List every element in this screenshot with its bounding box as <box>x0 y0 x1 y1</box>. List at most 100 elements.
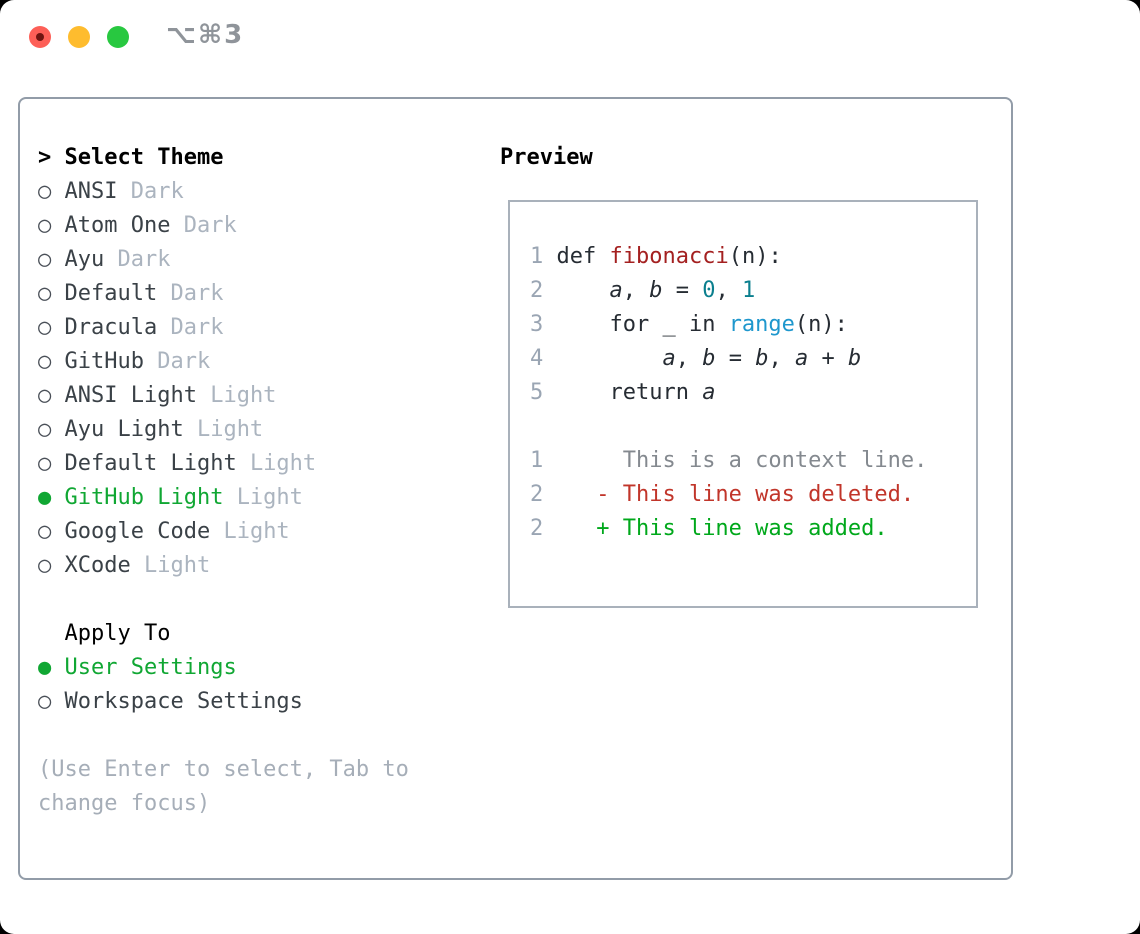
radio-icon: ○ <box>38 417 65 442</box>
theme-option-ayu[interactable]: ○ Ayu Dark <box>38 243 409 277</box>
theme-option-ansi-light[interactable]: ○ ANSI Light Light <box>38 379 409 413</box>
code-token-code: , <box>622 278 650 303</box>
indent <box>38 621 65 646</box>
code-token-code: , <box>675 346 703 371</box>
theme-option-github-light[interactable]: ● GitHub Light Light <box>38 481 409 515</box>
window-shortcut-label: ⌥⌘3 <box>166 20 245 50</box>
code-token-code <box>557 346 663 371</box>
code-token-code: , <box>715 278 742 303</box>
code-token-var: b <box>755 346 769 371</box>
close-button[interactable] <box>29 26 51 48</box>
theme-option-ayu-light[interactable]: ○ Ayu Light Light <box>38 413 409 447</box>
theme-option-default-light[interactable]: ○ Default Light Light <box>38 447 409 481</box>
theme-list: > Select Theme○ ANSI Dark○ Atom One Dark… <box>38 141 409 821</box>
blank <box>38 587 51 612</box>
spacer-row <box>38 583 409 617</box>
preview-line: 3 for _ in range(n): <box>530 308 976 342</box>
preview-line <box>530 410 976 444</box>
radio-icon: ○ <box>38 553 65 578</box>
hint-text: change focus) <box>38 791 211 816</box>
code-token-code <box>557 278 610 303</box>
code-token-fn: fibonacci <box>609 244 729 269</box>
theme-variant-tag: Dark <box>117 247 171 272</box>
radio-icon: ○ <box>38 247 65 272</box>
code-token-add: + This line was added. <box>543 516 888 541</box>
theme-variant-tag: Dark <box>170 315 224 340</box>
theme-label: Default <box>64 281 171 306</box>
code-token-call: range <box>728 312 795 337</box>
theme-label: Ayu Light <box>64 417 197 442</box>
preview-line: 2 - This line was deleted. <box>530 478 976 512</box>
code-token-ctx: This is a context line. <box>543 448 928 473</box>
theme-label: GitHub <box>64 349 158 374</box>
theme-option-dracula[interactable]: ○ Dracula Dark <box>38 311 409 345</box>
blank <box>38 723 51 748</box>
radio-selected-icon: ● <box>38 655 65 680</box>
code-token-code: + <box>808 346 848 371</box>
theme-variant-tag: Dark <box>157 349 211 374</box>
apply-option-label: Workspace Settings <box>64 689 303 714</box>
code-token-del: - This line was deleted. <box>543 482 915 507</box>
line-number: 2 <box>530 482 544 507</box>
theme-label: ANSI <box>64 179 131 204</box>
code-token-lit: 1 <box>741 278 756 303</box>
theme-option-github[interactable]: ○ GitHub Dark <box>38 345 409 379</box>
theme-option-ansi[interactable]: ○ ANSI Dark <box>38 175 409 209</box>
line-number: 3 <box>530 312 557 337</box>
hint-line-1: (Use Enter to select, Tab to <box>38 753 409 787</box>
apply-to-title: Apply To <box>64 621 171 646</box>
prompt-caret: > <box>38 145 65 170</box>
radio-icon: ○ <box>38 315 65 340</box>
theme-label: Dracula <box>64 315 171 340</box>
code-token-lit: 0 <box>702 278 716 303</box>
line-number: 2 <box>530 278 557 303</box>
apply-option-workspace-settings[interactable]: ○ Workspace Settings <box>38 685 409 719</box>
theme-label: ANSI Light <box>64 383 211 408</box>
unsaved-dot-icon <box>36 33 44 41</box>
radio-icon: ○ <box>38 519 65 544</box>
line-number: 5 <box>530 380 557 405</box>
preview-line: 2 a, b = 0, 1 <box>530 274 976 308</box>
minimize-button[interactable] <box>68 26 90 48</box>
theme-label: Atom One <box>64 213 184 238</box>
radio-icon: ○ <box>38 383 65 408</box>
preview-line: 5 return a <box>530 376 976 410</box>
radio-icon: ○ <box>38 281 65 306</box>
code-token-var: b <box>649 278 663 303</box>
theme-option-xcode[interactable]: ○ XCode Light <box>38 549 409 583</box>
theme-option-atom-one[interactable]: ○ Atom One Dark <box>38 209 409 243</box>
apply-option-user-settings[interactable]: ● User Settings <box>38 651 409 685</box>
apply-to-header: Apply To <box>38 617 409 651</box>
radio-icon: ○ <box>38 349 65 374</box>
theme-picker-panel: > Select Theme○ ANSI Dark○ Atom One Dark… <box>18 97 1013 880</box>
preview-line: 2 + This line was added. <box>530 512 976 546</box>
line-number: 2 <box>530 516 544 541</box>
theme-label: XCode <box>64 553 144 578</box>
line-number: 4 <box>530 346 557 371</box>
theme-variant-tag: Dark <box>130 179 184 204</box>
traffic-lights <box>29 26 129 48</box>
theme-variant-tag: Dark <box>170 281 224 306</box>
code-token-var: b <box>847 346 862 371</box>
theme-label: GitHub Light <box>64 485 237 510</box>
theme-label: Default Light <box>64 451 250 476</box>
theme-option-google-code[interactable]: ○ Google Code Light <box>38 515 409 549</box>
theme-variant-tag: Light <box>143 553 211 578</box>
fullscreen-button[interactable] <box>107 26 129 48</box>
theme-variant-tag: Light <box>196 417 264 442</box>
theme-variant-tag: Light <box>223 519 290 544</box>
radio-selected-icon: ● <box>38 485 65 510</box>
theme-option-default[interactable]: ○ Default Dark <box>38 277 409 311</box>
preview-line: 4 a, b = b, a + b <box>530 342 976 376</box>
hint-text: (Use Enter to select, Tab to <box>38 757 409 782</box>
theme-variant-tag: Light <box>210 383 277 408</box>
theme-label: Ayu <box>64 247 118 272</box>
hint-line-2: change focus) <box>38 787 409 821</box>
code-token-code: def <box>556 244 610 269</box>
preview-title: Preview <box>500 145 593 170</box>
theme-variant-tag: Light <box>236 485 303 510</box>
code-token-var: b <box>702 346 716 371</box>
code-token-code: (n): <box>794 312 848 337</box>
